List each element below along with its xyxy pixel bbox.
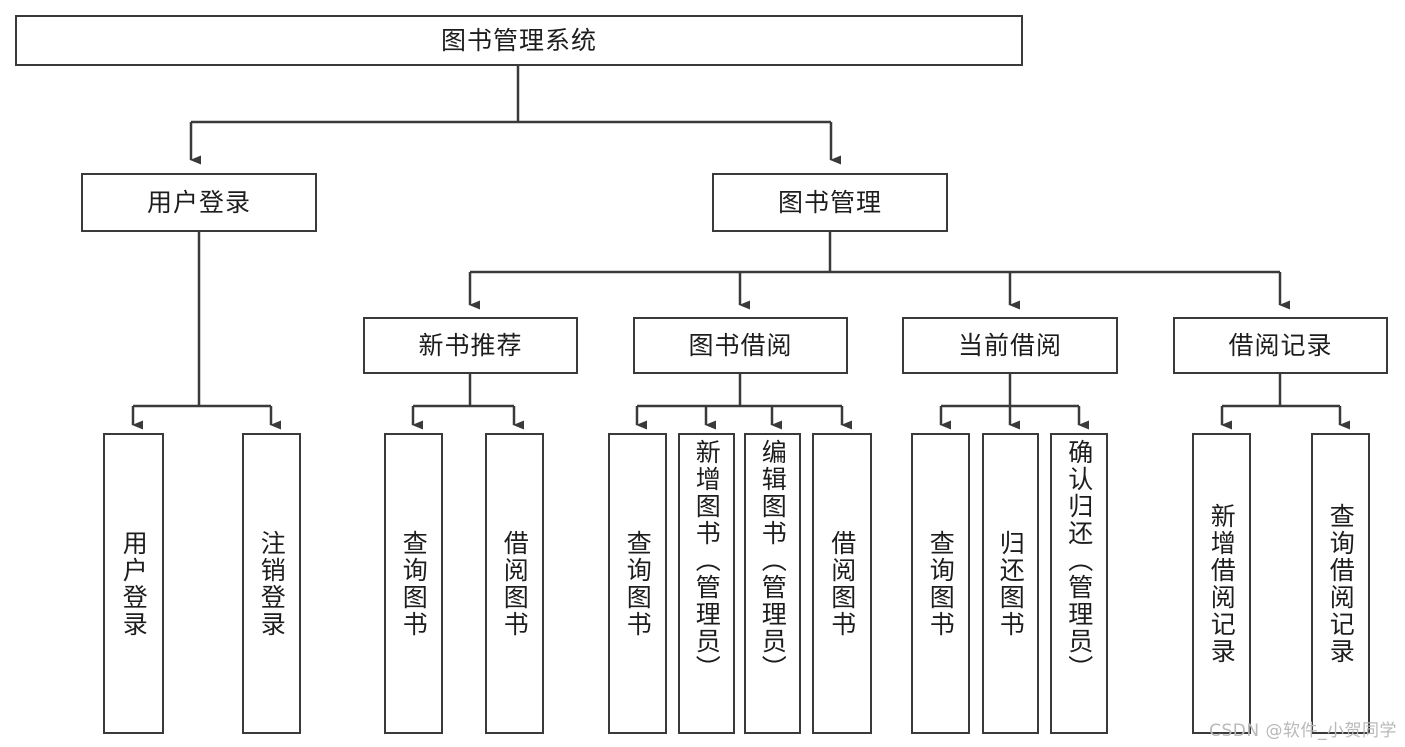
node-current-borrow[interactable]: 当前借阅 [902, 317, 1118, 374]
node-book-manage[interactable]: 图书管理 [712, 173, 948, 232]
node-query-book-1[interactable]: 查询图书 [384, 433, 443, 734]
node-borrow-book-1[interactable]: 借阅图书 [485, 433, 544, 734]
node-confirm-return-admin[interactable]: 确认归还（管理员） [1050, 433, 1108, 734]
node-query-book-2-label: 查询图书 [623, 529, 653, 638]
node-root-label: 图书管理系统 [440, 25, 597, 55]
node-user-login-do-label: 用户登录 [119, 529, 149, 638]
node-user-logout-label: 注销登录 [257, 529, 287, 638]
node-add-borrow-record-label: 新增借阅记录 [1207, 502, 1237, 665]
node-book-manage-label: 图书管理 [777, 187, 882, 217]
node-borrow-book-2[interactable]: 借阅图书 [812, 433, 872, 734]
node-return-book-label: 归还图书 [996, 529, 1026, 638]
node-user-login[interactable]: 用户登录 [81, 173, 317, 232]
node-confirm-return-admin-label: 确认归还（管理员） [1064, 439, 1094, 682]
node-book-borrow[interactable]: 图书借阅 [633, 317, 848, 374]
node-current-borrow-label: 当前借阅 [957, 330, 1062, 360]
csdn-watermark: CSDN @软件_小贺同学 [1209, 721, 1397, 741]
node-add-book-admin[interactable]: 新增图书（管理员） [678, 433, 735, 734]
node-add-book-admin-label: 新增图书（管理员） [692, 439, 722, 682]
node-user-login-do[interactable]: 用户登录 [103, 433, 164, 734]
node-user-logout[interactable]: 注销登录 [242, 433, 301, 734]
node-book-borrow-label: 图书借阅 [688, 330, 793, 360]
node-edit-book-admin-label: 编辑图书（管理员） [758, 439, 788, 682]
node-query-borrow-record-label: 查询借阅记录 [1326, 502, 1356, 665]
node-borrow-record[interactable]: 借阅记录 [1173, 317, 1388, 374]
node-return-book[interactable]: 归还图书 [982, 433, 1039, 734]
node-borrow-book-1-label: 借阅图书 [500, 529, 530, 638]
node-new-book-recommend[interactable]: 新书推荐 [363, 317, 578, 374]
node-query-book-1-label: 查询图书 [399, 529, 429, 638]
node-edit-book-admin[interactable]: 编辑图书（管理员） [744, 433, 801, 734]
node-query-borrow-record[interactable]: 查询借阅记录 [1311, 433, 1370, 734]
node-add-borrow-record[interactable]: 新增借阅记录 [1192, 433, 1251, 734]
node-new-book-recommend-label: 新书推荐 [418, 330, 523, 360]
node-root[interactable]: 图书管理系统 [15, 15, 1023, 66]
node-borrow-book-2-label: 借阅图书 [827, 529, 857, 638]
node-borrow-record-label: 借阅记录 [1228, 330, 1333, 360]
node-query-book-3-label: 查询图书 [926, 529, 956, 638]
node-user-login-label: 用户登录 [146, 187, 251, 217]
node-query-book-3[interactable]: 查询图书 [911, 433, 970, 734]
node-query-book-2[interactable]: 查询图书 [608, 433, 667, 734]
